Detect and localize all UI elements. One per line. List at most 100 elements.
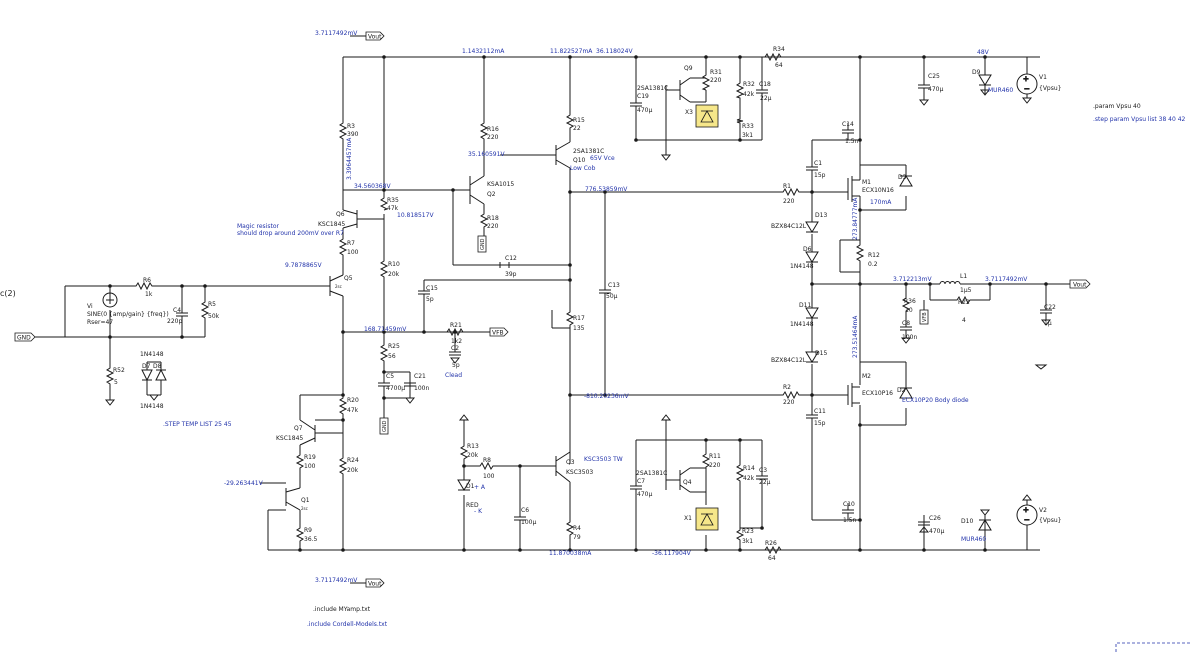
r33-symbol — [736, 118, 744, 125]
probe-35v: 35.160591V — [468, 151, 505, 158]
probe-170ma: 170mA — [870, 199, 892, 206]
svg-text:R52: R52 — [113, 367, 125, 374]
svg-text:C15: C15 — [426, 285, 438, 292]
svg-text:C25: C25 — [928, 73, 940, 80]
svg-text:D11: D11 — [799, 302, 811, 309]
r4-symbol — [565, 520, 575, 540]
svg-text:1N4148: 1N4148 — [790, 263, 814, 270]
svg-text:470µ: 470µ — [929, 528, 944, 535]
svg-text:220: 220 — [487, 134, 499, 141]
svg-text:−: − — [1024, 85, 1030, 93]
c18-symbol — [756, 78, 768, 100]
svg-text:should drop around 200mV over: should drop around 200mV over R7 — [237, 230, 344, 237]
q6-symbol — [342, 209, 384, 229]
vout-bottom-flag[interactable]: Vout — [365, 578, 385, 588]
svg-text:22µ: 22µ — [759, 479, 771, 486]
probe-34v: 34.560368V — [354, 183, 391, 190]
svg-text:64: 64 — [775, 62, 783, 69]
svg-text:R3: R3 — [347, 123, 355, 130]
resistors — [105, 52, 975, 555]
svg-text:X3: X3 — [685, 109, 693, 116]
component-labels: R3 390 R16 220 R15 22 2SA1381C Q9 C19 47… — [0, 46, 1062, 562]
r15-symbol — [565, 112, 575, 130]
x1-symbol — [695, 507, 719, 531]
svg-text:R12: R12 — [868, 252, 880, 259]
r16-symbol — [479, 120, 489, 140]
probe-top-mid3: 36.118024V — [596, 48, 633, 55]
svg-text:Vi: Vi — [87, 303, 93, 310]
c13-symbol — [599, 284, 611, 300]
svg-text:56: 56 — [388, 353, 396, 360]
gnd-flag-q2[interactable]: GND — [477, 235, 487, 253]
svg-text:42k: 42k — [743, 91, 755, 98]
svg-text:5p: 5p — [426, 296, 434, 303]
svg-text:C10: C10 — [843, 501, 855, 508]
svg-text:C12: C12 — [505, 255, 517, 262]
v1-source: +− — [1016, 73, 1038, 95]
svg-text:R33: R33 — [742, 123, 754, 130]
svg-text:2sc: 2sc — [335, 284, 342, 289]
gnd-flag[interactable]: GND — [14, 332, 36, 342]
vout-top-label: Vout — [368, 34, 382, 41]
svg-text:{Vpsu}: {Vpsu} — [1039, 517, 1062, 524]
svg-text:D6: D6 — [803, 246, 812, 253]
probe-3711: 3.7117492mV — [985, 276, 1028, 283]
svg-text:100n: 100n — [414, 385, 429, 392]
svg-text:D9: D9 — [972, 69, 981, 76]
vfb-flag[interactable]: VFB — [489, 327, 509, 337]
svg-text:R35: R35 — [387, 197, 399, 204]
svg-text:KSA1015: KSA1015 — [487, 181, 514, 188]
r35-symbol — [379, 196, 389, 211]
svg-text:X1: X1 — [684, 515, 692, 522]
svg-text:0.2: 0.2 — [868, 261, 878, 268]
svg-text:15p: 15p — [814, 420, 826, 427]
r20-symbol — [338, 395, 348, 415]
svg-text:V1: V1 — [1039, 74, 1047, 81]
svg-text:C7: C7 — [637, 478, 645, 485]
svg-text:R20: R20 — [347, 397, 359, 404]
probe-r3-current: 3.3964457mA — [346, 137, 353, 180]
svg-text:+: + — [1023, 75, 1029, 83]
vfb-small-flag[interactable]: VFB — [919, 309, 929, 325]
probe-48v: 48V — [977, 49, 990, 56]
svg-text:Q5: Q5 — [344, 275, 353, 282]
c26-symbol — [918, 515, 930, 532]
d6-symbol — [805, 251, 819, 263]
svg-text:100n: 100n — [902, 334, 917, 341]
r25-symbol — [379, 342, 389, 362]
vout-bottom-label: Vout — [368, 581, 382, 588]
svg-text:D1: D1 — [466, 483, 475, 490]
q7-symbol — [299, 419, 343, 446]
svg-text:R10: R10 — [388, 261, 400, 268]
svg-text:1.5n: 1.5n — [845, 138, 859, 145]
r34-symbol — [762, 52, 784, 62]
svg-text:R9: R9 — [304, 527, 312, 534]
svg-text:2SA1381C: 2SA1381C — [637, 85, 668, 92]
vout-top-flag[interactable]: Vout — [365, 31, 385, 41]
probe-top-mid2: 11.822527mA — [550, 48, 593, 55]
svg-text:220p: 220p — [167, 318, 182, 325]
probe-3712: 3.712213mV — [893, 276, 932, 283]
svg-text:R1: R1 — [783, 183, 791, 190]
r3-symbol — [338, 120, 348, 140]
d2-symbol — [899, 387, 913, 399]
svg-text:4700µ: 4700µ — [386, 385, 405, 392]
r52-symbol — [105, 365, 115, 385]
svg-text:.STEP TEMP LIST 25 45: .STEP TEMP LIST 25 45 — [163, 421, 232, 428]
r10-symbol — [379, 258, 389, 278]
svg-text:C3: C3 — [759, 467, 767, 474]
m1-symbol — [847, 175, 861, 202]
svg-text:470µ: 470µ — [637, 107, 652, 114]
svg-text:390: 390 — [347, 131, 359, 138]
vfb-label: VFB — [492, 330, 504, 337]
directive-include-2: .include Cordell-Models.txt — [307, 621, 388, 628]
svg-text:KSC3503 TW: KSC3503 TW — [584, 456, 623, 463]
gnd-flag-r25[interactable]: GND — [379, 417, 389, 435]
svg-text:R23: R23 — [742, 528, 754, 535]
r18-symbol — [479, 212, 489, 230]
vout-right-flag[interactable]: Vout — [1069, 279, 1091, 289]
gnd-flag2-label: GND — [382, 420, 388, 432]
r11-symbol — [701, 452, 711, 470]
svg-text:ECX10P16: ECX10P16 — [862, 390, 893, 397]
